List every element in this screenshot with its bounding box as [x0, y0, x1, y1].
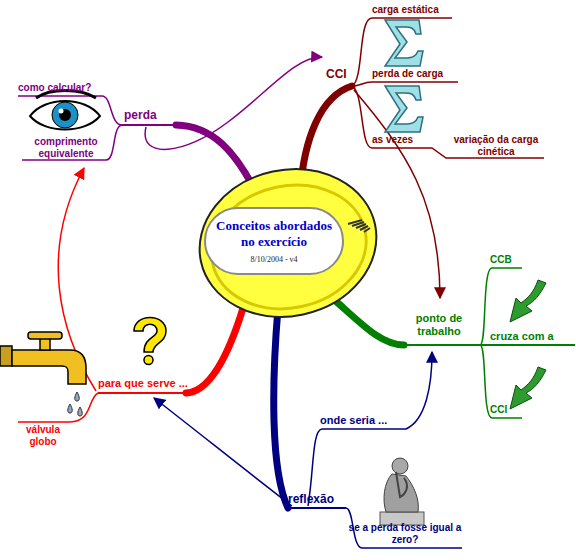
thinker-body	[384, 474, 418, 512]
topic-date: 8/10/2004 - v4	[250, 255, 297, 264]
branch-label: válvula globo	[16, 424, 70, 447]
branch-label: reflexão	[288, 493, 350, 507]
water-drop	[75, 392, 80, 401]
eye-icon	[30, 91, 100, 130]
branch-label: variação da carga cinética	[446, 134, 546, 157]
faucet-spout	[12, 350, 86, 384]
branch-line	[330, 296, 404, 345]
branch-label: onde seria ...	[320, 414, 410, 427]
leader-arrow	[145, 57, 322, 149]
oval-rim	[200, 171, 378, 323]
faucet-icon	[0, 332, 86, 416]
central-topic: Conceitos abordados no exercício 8/10/200…	[196, 162, 380, 324]
chevron-arrow	[510, 367, 546, 409]
thinker-arm	[396, 472, 407, 497]
branch-label: para que serve ...	[98, 377, 198, 390]
topic-label-box: Conceitos abordados no exercício 8/10/200…	[204, 207, 344, 275]
branch-label: como calcular?	[18, 82, 110, 94]
branch-line	[98, 392, 186, 394]
branch-line	[274, 308, 288, 508]
branch-label: ponto de trabalho	[402, 312, 476, 337]
branch-label: CCI	[326, 68, 354, 82]
eye-glint	[59, 109, 64, 114]
branch-line	[288, 507, 346, 509]
oval-body	[196, 162, 380, 324]
topic-title: Conceitos abordados no exercício	[214, 218, 334, 250]
faucet-handle	[28, 332, 62, 339]
chevron-arrow	[510, 280, 546, 322]
thinker-figure	[380, 458, 424, 525]
branch-label: comprimento equivalente	[20, 136, 112, 159]
thinker-head	[392, 458, 408, 474]
faucet-wall	[0, 346, 12, 366]
branch-label: perda	[124, 109, 176, 123]
branch-line	[18, 393, 98, 422]
branch-label: cruza com a	[490, 330, 576, 343]
oval-stripe	[364, 228, 370, 232]
faucet-stem	[40, 338, 50, 350]
sigma-symbol	[385, 20, 423, 66]
sigma-symbol	[385, 86, 423, 132]
branch-line	[122, 124, 176, 126]
leader-arrow	[154, 398, 292, 506]
eye-outline	[30, 101, 100, 130]
eye-pupil	[59, 109, 71, 121]
branch-label: CCB	[490, 254, 524, 266]
branch-line	[404, 344, 575, 346]
question-mark	[134, 318, 166, 365]
branch-label: carga estática	[372, 4, 457, 16]
question-dot	[144, 356, 153, 365]
branch-label: as vezes	[372, 134, 434, 146]
water-drop	[78, 407, 83, 416]
water-drop	[68, 404, 73, 413]
question-hook	[134, 318, 166, 353]
branch-line	[186, 298, 246, 393]
branch-label: se a perda fosse igual a zero?	[346, 522, 464, 545]
branch-label: CCI	[490, 404, 524, 416]
leader-arrow	[308, 352, 432, 506]
eye-iris	[52, 102, 78, 128]
branch-label: perda de carga	[372, 68, 464, 80]
